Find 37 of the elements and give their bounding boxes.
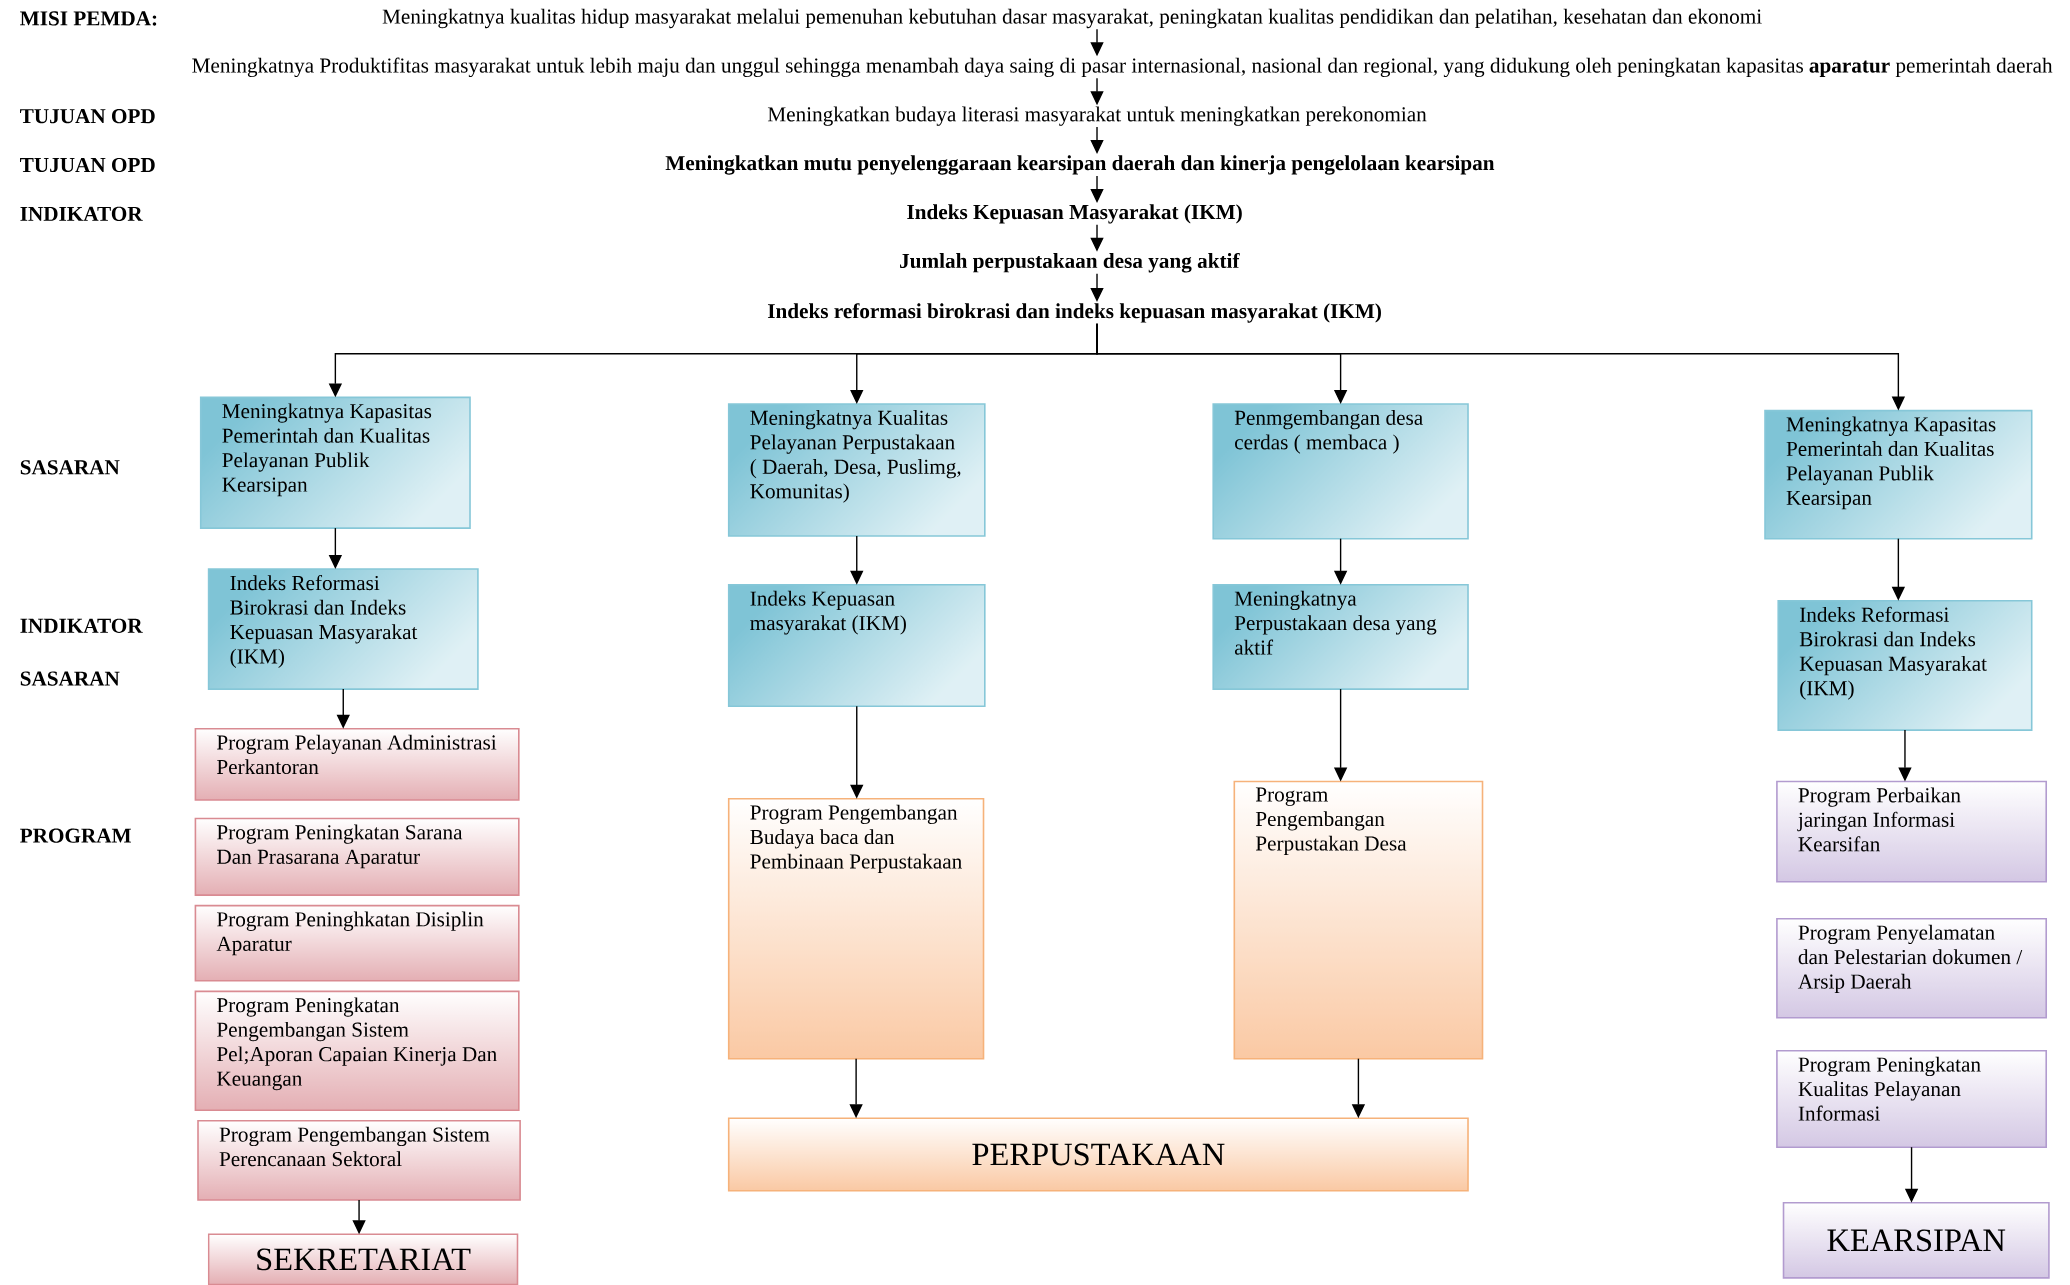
row-label: SASARAN xyxy=(20,460,120,475)
unit-box: PERPUSTAKAAN xyxy=(727,1117,1469,1192)
program-box: Program Peningkatan Kualitas Pelayanan Informasi xyxy=(1776,1050,2047,1148)
objective-box: Meningkatnya Kapasitas Pemerintah dan Kualitas Pelayanan Publik Kearsipan xyxy=(1764,409,2033,540)
row-label: TUJUAN OPD xyxy=(20,109,155,124)
objective-box: Meningkatnya Kualitas Pelayanan Perpustakaan ( Daerah, Desa, Puslimg, Komunitas) xyxy=(727,403,986,537)
statement-text: Jumlah perpustakaan desa yang aktif xyxy=(900,252,1240,273)
row-label: PROGRAM xyxy=(20,828,131,843)
statement-text: Meningkatnya kualitas hidup masyarakat melalui pemenuhan kebutuhan dasar masyarakat, peningkatan kualitas pendidikan dan pelatihan, kesehatan dan ekonomi xyxy=(382,8,1762,29)
program-box: Program Peningkatan Sarana Dan Prasarana Aparatur xyxy=(194,817,520,896)
unit-box: SEKRETARIAT xyxy=(207,1233,519,1285)
program-box: Program Peninghkatan Disiplin Aparatur xyxy=(194,904,520,982)
indicator-box: Indeks Reformasi Birokrasi dan Indeks Kepuasan Masyarakat (IKM) xyxy=(1777,599,2033,731)
indicator-box: Indeks Kepuasan masyarakat (IKM) xyxy=(727,584,986,708)
statement-text: Meningkatkan budaya literasi masyarakat untuk meningkatkan perekonomian xyxy=(767,106,1427,126)
statement-text: Meningkatkan mutu penyelenggaraan kearsipan daerah dan kinerja pengelolaan kearsipan xyxy=(665,155,1495,175)
indicator-box: Meningkatnya Perpustakaan desa yang aktif xyxy=(1212,584,1469,690)
program-box: Program Pengembangan Sistem Perencanaan Sektoral xyxy=(197,1120,521,1201)
row-label: INDIKATOR xyxy=(20,618,143,633)
objective-box: Meningkatnya Kapasitas Pemerintah dan Kualitas Pelayanan Publik Kearsipan xyxy=(199,396,471,529)
program-box: Program Peningkatan Pengembangan Sistem Pel;Aporan Capaian Kinerja Dan Keuangan xyxy=(194,990,520,1111)
indicator-box: Indeks Reformasi Birokrasi dan Indeks Kepuasan Masyarakat (IKM) xyxy=(207,568,479,690)
row-label: MISI PEMDA: xyxy=(20,11,157,26)
objective-box: Penmgembangan desa cerdas ( membaca ) xyxy=(1212,403,1469,540)
statement-text: Meningkatnya Produktifitas masyarakat untuk lebih maju dan unggul sehingga menambah daya saing di pasar internasional, nasional dan regional, yang didukung oleh peningkatan kapasitas aparatur pemerintah daerah xyxy=(192,57,2053,78)
program-box: Program Perbaikan jaringan Informasi Kearsifan xyxy=(1776,780,2047,883)
row-label: SASARAN xyxy=(20,671,120,686)
program-box: Program Pengembangan Budaya baca dan Pembinaan Perpustakaan xyxy=(727,797,985,1060)
row-label: INDIKATOR xyxy=(20,206,143,221)
statement-text: Indeks Kepuasan Masyarakat (IKM) xyxy=(907,204,1242,224)
row-label: TUJUAN OPD xyxy=(20,157,155,173)
unit-box: KEARSIPAN xyxy=(1782,1201,2050,1279)
arrow xyxy=(1090,175,1104,203)
program-box: Program Pengembangan Perpustakan Desa xyxy=(1233,780,1484,1060)
program-box: Program Pelayanan Administrasi Perkantoran xyxy=(194,727,520,801)
statement-text: Indeks reformasi birokrasi dan indeks kepuasan masyarakat (IKM) xyxy=(768,303,1381,323)
program-box: Program Penyelamatan dan Pelestarian dokumen / Arsip Daerah xyxy=(1776,918,2047,1019)
